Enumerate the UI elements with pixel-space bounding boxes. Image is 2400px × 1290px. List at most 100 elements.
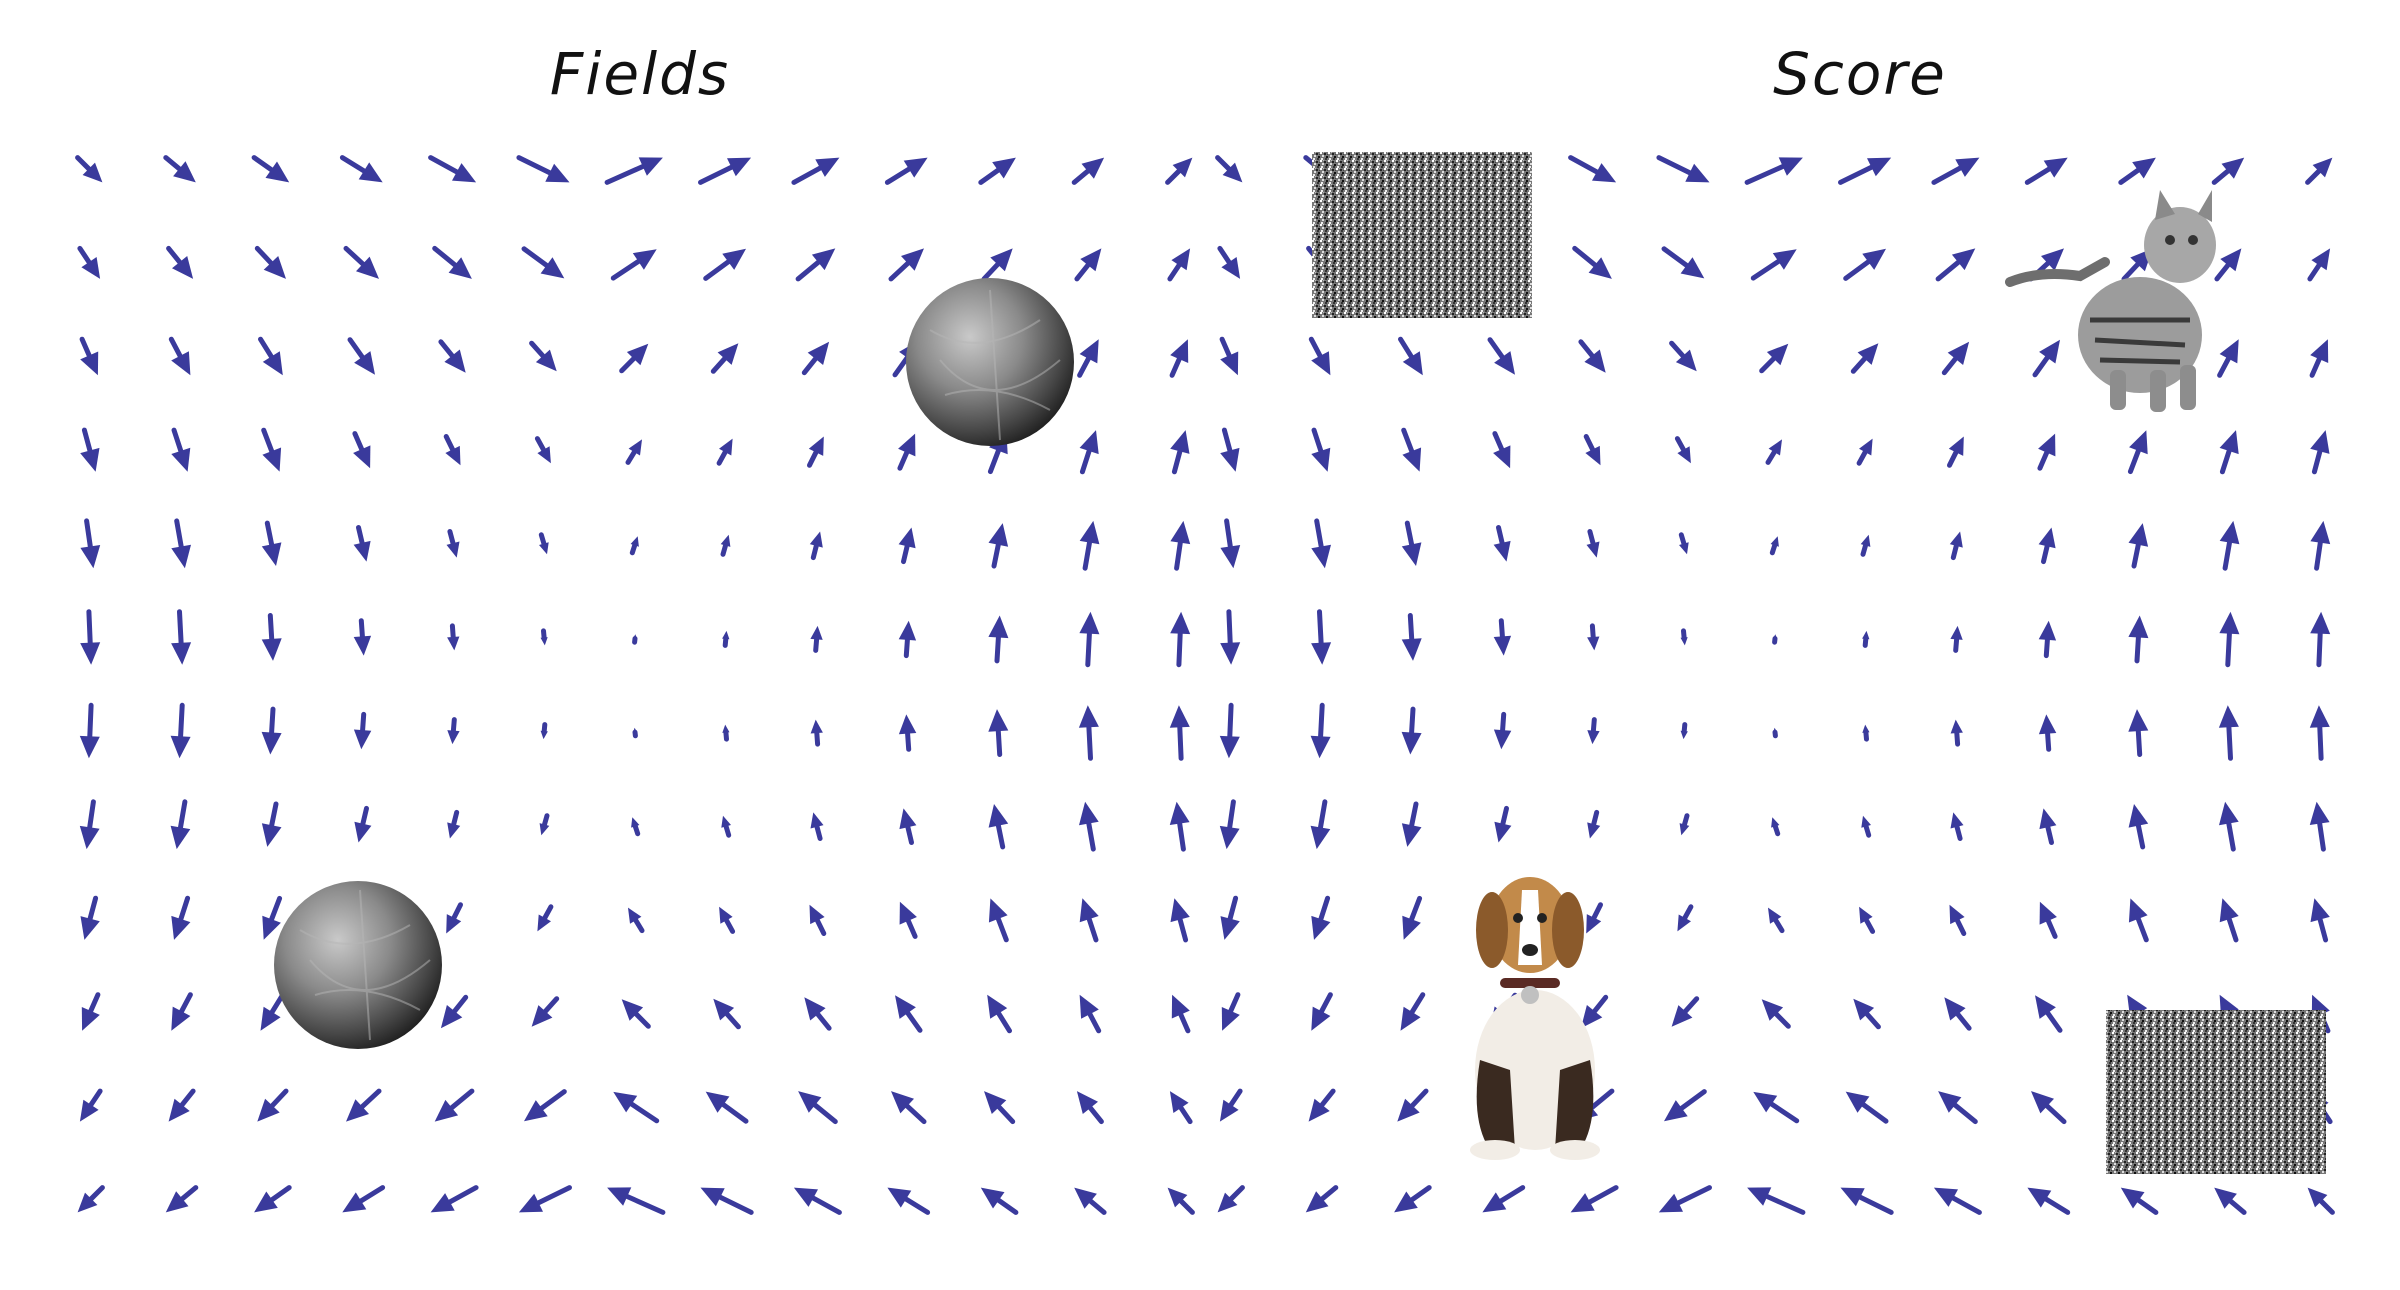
- field-arrow-head: [713, 998, 735, 1021]
- field-arrow-shaft: [994, 635, 1001, 664]
- field-arrow-shaft: [888, 260, 911, 282]
- field-arrow-shaft: [1398, 336, 1414, 360]
- field-arrow-head: [721, 815, 731, 828]
- field-arrow-head: [165, 1191, 189, 1213]
- field-arrow-head: [808, 436, 824, 456]
- field-arrow-shaft: [2135, 728, 2143, 757]
- field-arrow-shaft: [1952, 1102, 1978, 1125]
- field-arrow-shaft: [1086, 916, 1099, 943]
- field-arrow-shaft: [981, 261, 1001, 282]
- field-arrow-shaft: [1744, 164, 1786, 185]
- field-arrow-shaft: [179, 1185, 199, 1202]
- field-arrow-shaft: [2041, 543, 2050, 565]
- field-arrow-head: [2128, 709, 2149, 732]
- field-arrow-shaft: [2135, 916, 2149, 943]
- field-arrow-shaft: [1863, 823, 1872, 838]
- field-arrow-shaft: [443, 434, 456, 452]
- field-arrow-shaft: [723, 730, 729, 742]
- field-arrow-head: [1311, 447, 1331, 472]
- field-arrow-shaft: [1308, 336, 1323, 359]
- field-arrow-head: [1951, 248, 1976, 271]
- field-arrow-shaft: [447, 1185, 479, 1205]
- field-arrow-shaft: [1863, 730, 1869, 742]
- field-arrow-shaft: [814, 730, 821, 747]
- field-arrow-shaft: [1679, 1089, 1707, 1111]
- field-arrow-shaft: [79, 336, 92, 358]
- field-arrow-head: [354, 351, 375, 375]
- field-arrow-shaft: [1176, 631, 1183, 668]
- field-arrow-head: [722, 248, 746, 270]
- field-arrow-head: [1778, 157, 1803, 176]
- field-arrow-shaft: [905, 731, 912, 752]
- field-arrow-head: [447, 730, 460, 745]
- field-arrow-shaft: [1589, 1088, 1615, 1111]
- field-arrow-head: [535, 349, 557, 372]
- field-arrow-head: [1867, 157, 1892, 177]
- field-arrow-head: [346, 1099, 369, 1122]
- field-arrow-shaft: [1954, 918, 1967, 936]
- field-arrow-head: [353, 445, 371, 469]
- field-arrow-head: [518, 1193, 543, 1213]
- field-arrow-head: [445, 445, 461, 466]
- field-arrow-shaft: [539, 1089, 567, 1111]
- field-arrow-head: [2039, 339, 2060, 364]
- field-arrow-shaft: [1228, 1185, 1245, 1202]
- field-arrow-shaft: [810, 1195, 842, 1215]
- field-arrow-shaft: [269, 895, 283, 922]
- field-arrow-shaft: [1165, 168, 1182, 185]
- field-arrow-shaft: [1681, 722, 1688, 734]
- field-arrow-shaft: [352, 431, 365, 452]
- field-arrow-head: [613, 1091, 638, 1113]
- field-arrow-shaft: [339, 155, 367, 174]
- field-arrow-head: [358, 162, 383, 183]
- field-arrow-shaft: [2045, 731, 2052, 752]
- field-arrow-shaft: [2225, 631, 2232, 668]
- field-arrow-head: [901, 248, 924, 271]
- field-arrow-shaft: [2226, 916, 2239, 943]
- field-arrow-head: [1947, 341, 1970, 365]
- field-arrow-shaft: [716, 449, 728, 466]
- field-arrow-shaft: [1409, 1185, 1432, 1203]
- field-arrow-head: [539, 823, 550, 836]
- field-arrow-head: [1680, 257, 1705, 279]
- field-arrow-head: [440, 1005, 463, 1029]
- field-arrow-shaft: [451, 809, 460, 827]
- field-arrow-shaft: [717, 1194, 754, 1215]
- field-arrow-head: [1402, 351, 1423, 376]
- field-arrow-shaft: [632, 823, 641, 837]
- field-arrow-head: [1679, 542, 1689, 555]
- field-arrow-head: [1949, 531, 1963, 548]
- field-arrow-head: [2129, 430, 2148, 455]
- field-arrow-head: [1587, 636, 1600, 651]
- field-arrow-shaft: [1227, 895, 1239, 922]
- field-arrow-head: [2128, 898, 2148, 923]
- field-arrow-shaft: [1935, 259, 1961, 282]
- field-arrow-head: [2219, 898, 2239, 923]
- field-arrow-head: [1853, 998, 1875, 1021]
- field-arrow-head: [988, 523, 1009, 547]
- field-arrow-head: [633, 727, 637, 733]
- field-arrow-head: [353, 635, 372, 656]
- field-arrow-shaft: [1583, 434, 1596, 452]
- field-arrow-head: [1171, 994, 1190, 1019]
- field-arrow-shaft: [1226, 609, 1233, 646]
- field-arrow-head: [1079, 898, 1099, 923]
- field-arrow-shaft: [1676, 1185, 1712, 1206]
- field-arrow-head: [540, 257, 565, 279]
- field-arrow-shaft: [2217, 356, 2231, 378]
- field-arrow-shaft: [610, 258, 641, 281]
- field-arrow-head: [354, 821, 372, 843]
- field-arrow-head: [1859, 438, 1873, 456]
- field-arrow-head: [1685, 163, 1710, 183]
- field-arrow-head: [1219, 735, 1240, 759]
- field-arrow-shaft: [1681, 628, 1687, 640]
- field-arrow-head: [607, 1187, 632, 1206]
- field-arrow-shaft: [2314, 540, 2323, 571]
- field-arrow-head: [1592, 163, 1617, 183]
- field-arrow-shaft: [269, 706, 276, 735]
- field-arrow-shaft: [1219, 336, 1232, 358]
- field-arrow-shaft: [629, 1101, 660, 1124]
- field-arrow-shaft: [710, 356, 728, 374]
- field-arrow-head: [1080, 248, 1102, 272]
- field-arrow-head: [2120, 1187, 2145, 1209]
